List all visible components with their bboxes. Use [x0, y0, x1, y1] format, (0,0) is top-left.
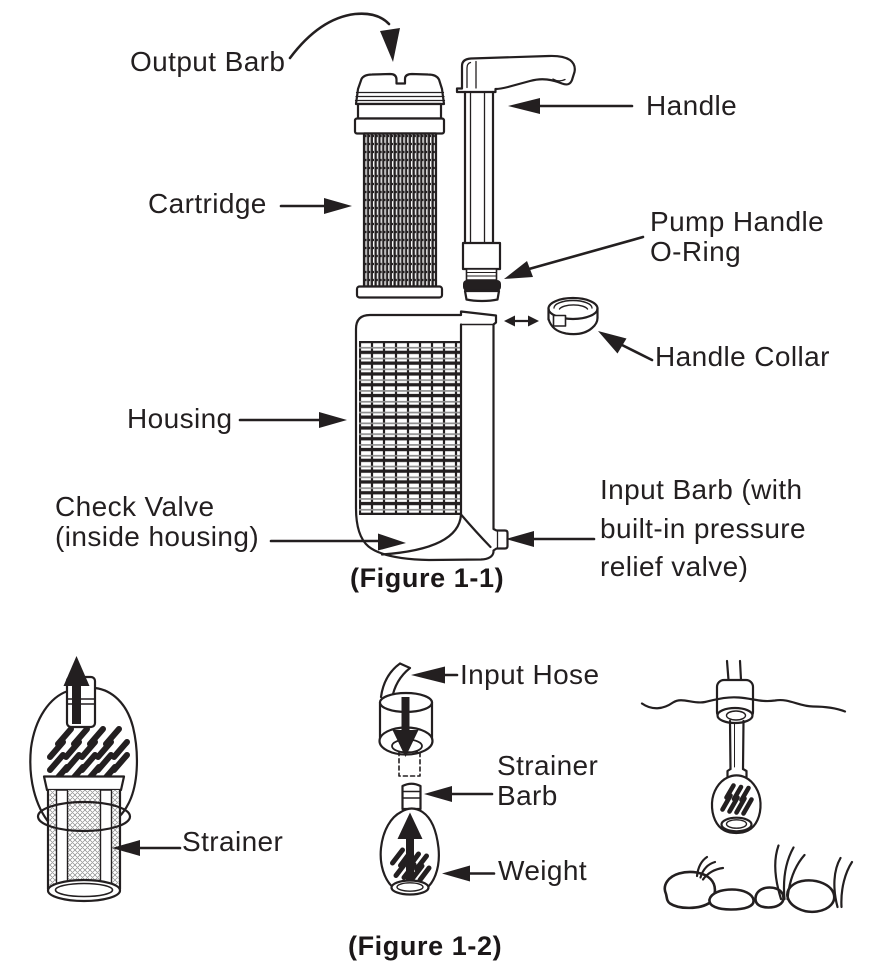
pump-handle-oring-arrow	[504, 235, 645, 279]
input-hose-arrow	[411, 666, 459, 684]
label-line: Strainer	[497, 750, 599, 781]
label-line: built-in pressure	[600, 512, 806, 544]
label-line: O-Ring	[650, 236, 742, 267]
label-pump-handle-oring: Pump Handle O-Ring	[650, 207, 824, 267]
label-handle: Handle	[646, 90, 738, 121]
strainer-barb-arrow	[424, 786, 494, 802]
figure-1-1-caption: (Figure 1-1)	[350, 563, 505, 593]
housing-arrow	[238, 412, 347, 428]
handle-arrow	[508, 98, 634, 114]
strainer-barb-drawing	[401, 782, 422, 811]
check-valve-arrow	[269, 533, 406, 551]
submerged-strainer-scene	[640, 659, 854, 914]
water-flow-up-arrow	[63, 656, 90, 724]
output-barb-arrow	[288, 12, 400, 62]
label-input-barb: Input Barb (with built-in pressure relie…	[600, 471, 806, 587]
weight-hatch-marks	[720, 783, 754, 816]
input-barb-arrow	[506, 531, 596, 547]
label-check-valve: Check Valve (inside housing)	[55, 492, 259, 552]
strainer-arrow	[112, 840, 182, 856]
water-surface-line	[640, 696, 847, 713]
handle-drawing	[455, 54, 576, 303]
handle-collar-arrow	[598, 331, 654, 362]
water-grass	[695, 844, 854, 909]
handle-collar-drawing	[547, 296, 599, 336]
weight-arrow	[442, 865, 496, 882]
water-flow-down-arrow	[392, 697, 419, 757]
figure-1-2-caption: (Figure 1-2)	[348, 931, 503, 961]
weight-hatch-marks	[390, 847, 432, 883]
cartridge-arrow	[279, 198, 352, 214]
riverbed-rocks	[663, 870, 836, 914]
label-line: Pump Handle	[650, 206, 825, 237]
housing-drawing	[354, 310, 509, 562]
weight-drawing	[379, 807, 440, 896]
label-strainer-barb: Strainer Barb	[497, 751, 598, 811]
label-handle-collar: Handle Collar	[655, 341, 830, 372]
hose-connector-drawing	[378, 662, 434, 777]
collar-gap-double-arrow	[504, 315, 539, 327]
strainer-assembly-drawing	[29, 656, 139, 903]
label-cartridge: Cartridge	[148, 188, 267, 219]
label-line: Check Valve	[55, 491, 215, 522]
label-line: relief valve)	[600, 551, 749, 582]
cartridge-drawing	[353, 72, 446, 299]
label-input-hose: Input Hose	[460, 659, 600, 690]
weight-hatch-marks	[47, 726, 130, 785]
label-strainer: Strainer	[182, 826, 284, 857]
label-line: Input Barb (with	[600, 474, 803, 505]
label-weight: Weight	[498, 855, 588, 886]
label-line: (inside housing)	[55, 521, 260, 552]
label-housing: Housing	[127, 403, 233, 434]
label-line: Barb	[497, 780, 558, 811]
label-output-barb: Output Barb	[130, 46, 286, 77]
